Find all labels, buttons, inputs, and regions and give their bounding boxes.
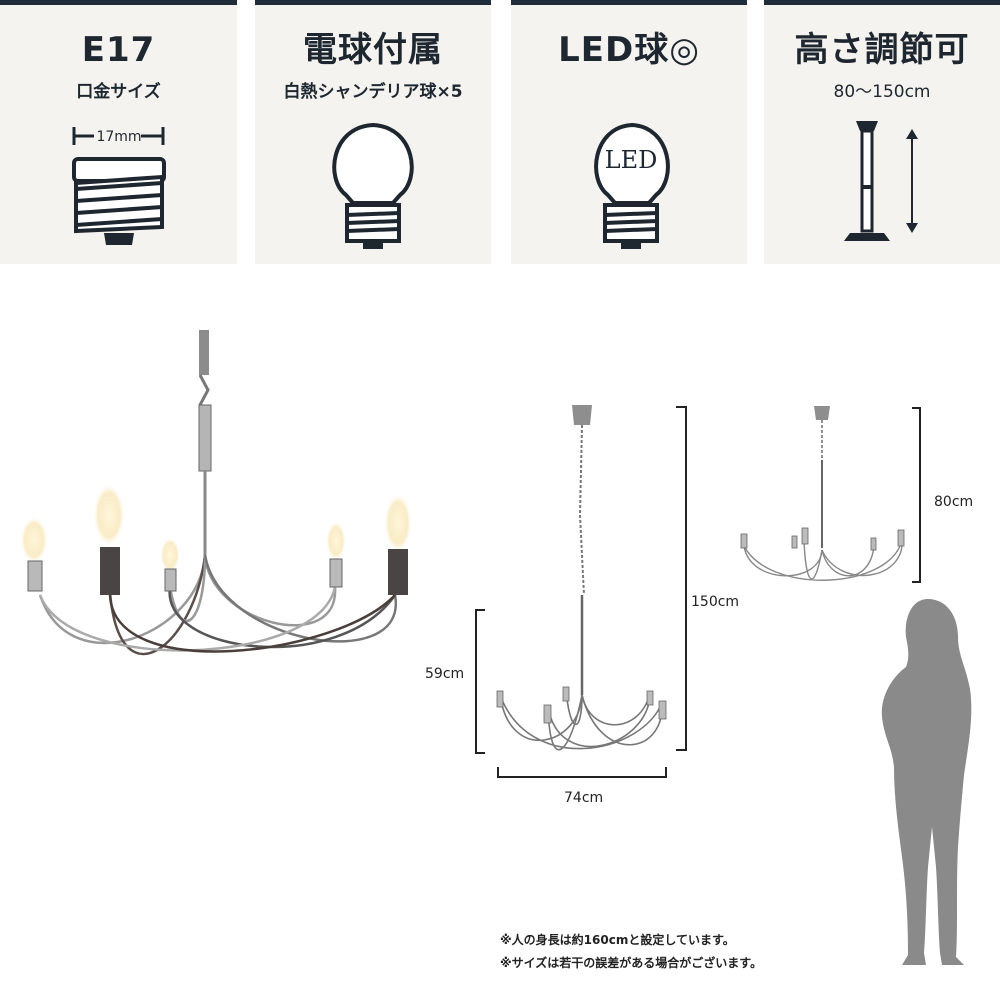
height-min-label: 80cm (934, 494, 974, 510)
height-subtitle: 80〜150cm (833, 82, 931, 102)
height-adjust-icon (844, 121, 918, 241)
note-tolerance: ※サイズは若干の誤差がある場合がございます。 (500, 956, 763, 970)
body-height-label: 59cm (425, 666, 465, 682)
chandelier-dimension-diagram (475, 405, 687, 778)
feature-card-socket: E17 口金サイズ 17mm (0, 0, 237, 264)
height-max-label: 150cm (691, 594, 740, 610)
socket-title: E17 (81, 30, 156, 70)
led-bulb-icon (594, 122, 670, 249)
led-bulb-text: LED (604, 146, 658, 174)
socket-measure-label: 17mm (96, 129, 142, 145)
feature-card-led: LED球◎ LED (511, 0, 747, 264)
chandelier-short-diagram (740, 406, 921, 583)
feature-card-height: 高さ調節可 80〜150cm (764, 0, 1000, 264)
note-height: ※人の身長は約160cmと設定しています。 (500, 933, 735, 947)
incandescent-bulb-icon (332, 122, 414, 249)
chandelier-photo (20, 330, 412, 656)
socket-subtitle: 口金サイズ (76, 82, 161, 102)
socket-base-icon (72, 127, 166, 245)
led-title: LED球◎ (558, 30, 700, 70)
width-label: 74cm (564, 790, 604, 806)
bulb-included-title: 電球付属 (303, 30, 443, 70)
feature-card-bulb-included: 電球付属 白熱シャンデリア球×5 (255, 0, 491, 264)
height-title: 高さ調節可 (794, 30, 970, 70)
person-silhouette (881, 599, 972, 965)
bulb-included-subtitle: 白熱シャンデリア球×5 (283, 82, 463, 102)
